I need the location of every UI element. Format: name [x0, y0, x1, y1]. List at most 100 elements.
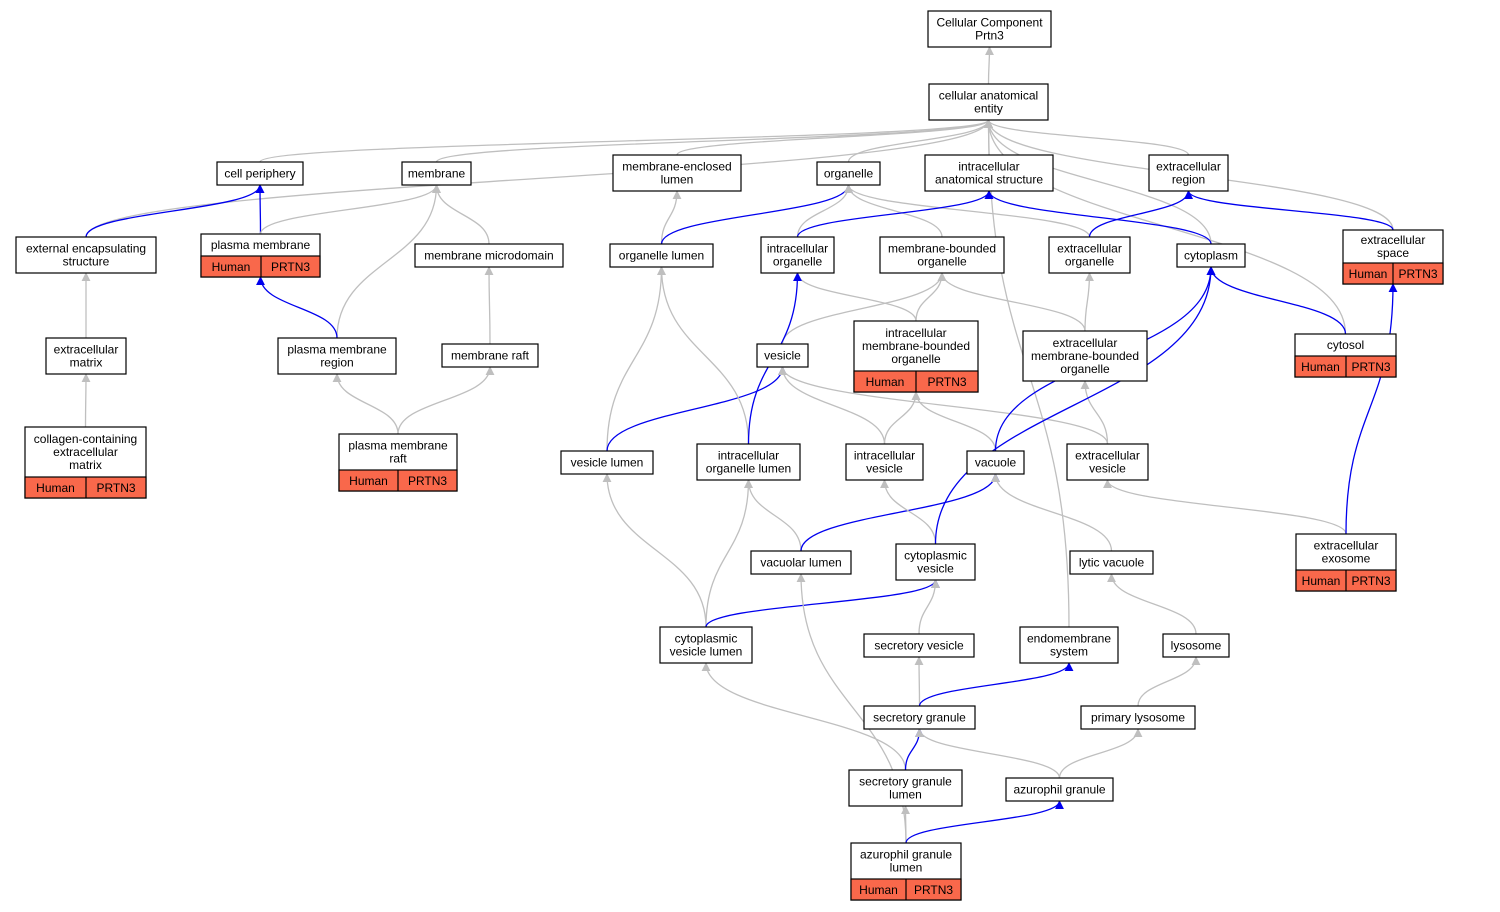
node-mmd[interactable]: membrane microdomain	[414, 243, 564, 268]
node-label-line: system	[1050, 645, 1088, 659]
edge-secgran-to-endo	[918, 662, 1074, 707]
node-box	[216, 161, 304, 186]
node-lysosome[interactable]: lysosome	[1162, 633, 1230, 658]
node-imbo[interactable]: intracellularmembrane-boundedorganelleHu…	[853, 320, 979, 393]
node-label-line: intracellular	[885, 326, 946, 340]
node-label-line: cytoplasmic	[675, 632, 738, 646]
node-azgran[interactable]: azurophil granule	[1005, 777, 1114, 802]
node-label-line: secretory vesicle	[874, 639, 964, 653]
edge-mmd-to-membrane	[432, 184, 490, 245]
node-label-line: organelle	[1065, 255, 1115, 269]
node-label-line: vesicle	[866, 462, 903, 476]
badge-gene: PRTN3	[96, 481, 135, 495]
node-membrane[interactable]: membrane	[401, 161, 472, 186]
edge-mel-to-cae	[676, 119, 993, 156]
node-organelle[interactable]: organelle	[816, 161, 881, 186]
node-label-line: membrane-enclosed	[622, 160, 731, 174]
node-label-line: organelle	[824, 167, 874, 181]
node-label-line: plasma membrane	[211, 238, 311, 252]
node-box	[696, 443, 801, 481]
node-label-line: secretory granule	[859, 775, 952, 789]
node-secgran[interactable]: secretory granule	[863, 705, 976, 730]
node-label-line: organelle	[1060, 362, 1110, 376]
badge-gene: PRTN3	[914, 883, 953, 897]
node-label-line: vesicle	[764, 349, 801, 363]
node-box	[1048, 236, 1131, 274]
node-label-line: endomembrane	[1027, 632, 1111, 646]
edge-pmraft-to-mraft	[397, 366, 495, 435]
node-label-line: cytoplasm	[1184, 249, 1238, 263]
edge-cvl-to-veslumen	[602, 473, 707, 628]
node-label-line: organelle	[773, 255, 823, 269]
node-box	[1148, 154, 1229, 192]
node-veslumen[interactable]: vesicle lumen	[560, 450, 654, 475]
node-mraft[interactable]: membrane raft	[441, 343, 539, 368]
node-cytoplasm[interactable]: cytoplasm	[1176, 243, 1246, 268]
node-label-line: anatomical structure	[935, 173, 1043, 187]
node-orglumen[interactable]: organelle lumen	[609, 243, 714, 268]
edges-layer	[81, 46, 1398, 844]
node-vesicle[interactable]: vesicle	[756, 343, 809, 368]
edge-membrane-to-cae	[435, 119, 993, 163]
node-box	[845, 443, 924, 481]
node-label-line: Prtn3	[975, 29, 1004, 43]
badge-gene: PRTN3	[271, 260, 310, 274]
node-ccem[interactable]: collagen-containingextracellularmatrixHu…	[24, 426, 147, 499]
node-cellper[interactable]: cell periphery	[216, 161, 304, 186]
edge-azgran-to-secgran	[915, 728, 1061, 779]
node-secves[interactable]: secretory vesicle	[863, 633, 975, 658]
node-box	[45, 337, 127, 375]
node-primlys[interactable]: primary lysosome	[1080, 705, 1196, 730]
node-lytvac[interactable]: lytic vacuole	[1069, 550, 1154, 575]
edge-mraft-to-mmd	[484, 266, 494, 345]
node-box	[924, 154, 1054, 192]
node-label-line: exosome	[1322, 552, 1371, 566]
badge-species: Human	[1349, 267, 1388, 281]
edge-cellper-to-cae	[259, 119, 993, 163]
node-label-line: Cellular Component	[936, 16, 1043, 30]
node-label-line: extracellular	[1314, 539, 1379, 553]
node-label-line: extracellular	[1075, 449, 1140, 463]
edge-pmr-to-membrane	[336, 184, 441, 339]
node-label-line: extracellular	[1156, 160, 1221, 174]
node-label-line: membrane microdomain	[424, 249, 553, 263]
node-box	[414, 243, 564, 268]
node-label-line: intracellular	[958, 160, 1019, 174]
node-label-line: extracellular	[1053, 336, 1118, 350]
badge-species: Human	[866, 375, 905, 389]
edge-exosome-to-exspace	[1345, 283, 1398, 535]
badge-gene: PRTN3	[1351, 360, 1390, 374]
edge-ees-to-cae	[85, 119, 993, 238]
node-label-line: region	[320, 356, 353, 370]
edge-exosome-to-exves	[1103, 479, 1347, 535]
node-vacuole[interactable]: vacuole	[966, 450, 1025, 475]
node-label-line: organelle lumen	[619, 249, 704, 263]
node-vaclumen[interactable]: vacuolar lumen	[750, 550, 852, 575]
node-box	[1176, 243, 1246, 268]
